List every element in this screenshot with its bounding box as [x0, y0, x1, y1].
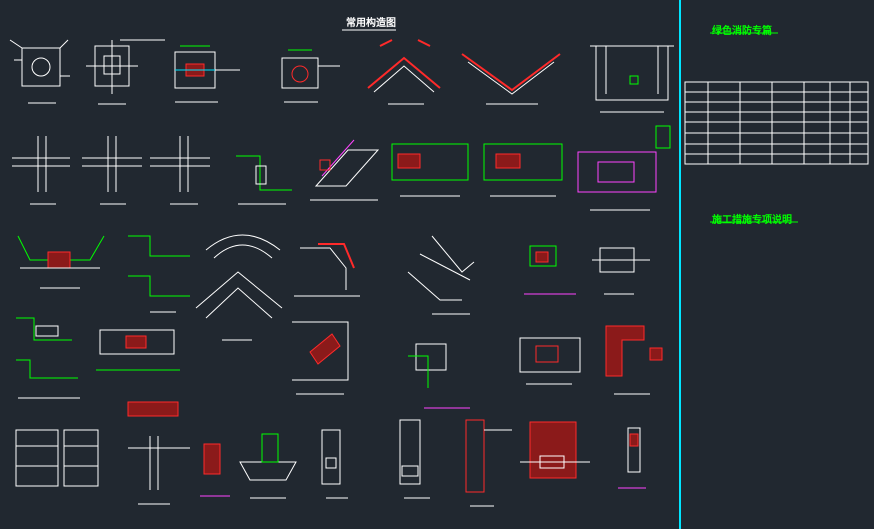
detail-r2-6: [391, 143, 469, 197]
detail-r5-4: [239, 433, 297, 499]
detail-r3-6: [524, 245, 576, 295]
detail-r5-1: [15, 429, 99, 487]
detail-r1-4: [281, 49, 340, 103]
detail-r4-1: [16, 317, 80, 399]
detail-r5-6: [399, 419, 430, 499]
detail-r3-3: [195, 234, 283, 341]
detail-r5-2: [127, 401, 190, 505]
detail-r3-4: [294, 243, 360, 297]
right-panel-table: [684, 81, 869, 165]
detail-r2-7: [483, 143, 563, 197]
detail-r5-5: [321, 429, 348, 499]
detail-r4-6: [605, 325, 663, 395]
detail-r1-5: [367, 39, 441, 105]
detail-r2-3: [150, 136, 210, 205]
right-panel-title-2: 施工措施专项说明: [712, 215, 792, 226]
detail-r2-8: [577, 125, 671, 211]
detail-r4-5: [519, 337, 581, 385]
detail-r5-3: [200, 443, 230, 497]
detail-r3-1: [17, 235, 105, 289]
detail-r1-7: [590, 45, 674, 113]
detail-r3-7: [592, 247, 650, 295]
detail-r5-8: [520, 421, 590, 479]
detail-r5-9: [618, 427, 646, 489]
detail-r2-5: [310, 139, 380, 201]
detail-r1-2: [86, 39, 165, 105]
detail-r2-2: [82, 136, 142, 205]
detail-r3-5: [407, 235, 475, 315]
detail-r4-2: [96, 329, 180, 371]
right-panel-title-1: 绿色消防专篇: [712, 26, 772, 37]
detail-r1-6: [461, 53, 561, 105]
detail-r4-3: [292, 321, 349, 395]
drawing-main-title: 常用构造图: [346, 18, 396, 29]
detail-r4-4: [408, 343, 470, 409]
detail-r1-3: [174, 45, 240, 103]
detail-r3-2: [128, 235, 190, 313]
detail-r5-7: [465, 419, 512, 507]
detail-r2-1: [12, 136, 70, 205]
panel-divider: [679, 0, 681, 529]
detail-r2-4: [236, 155, 292, 205]
detail-r1-1: [9, 39, 70, 104]
